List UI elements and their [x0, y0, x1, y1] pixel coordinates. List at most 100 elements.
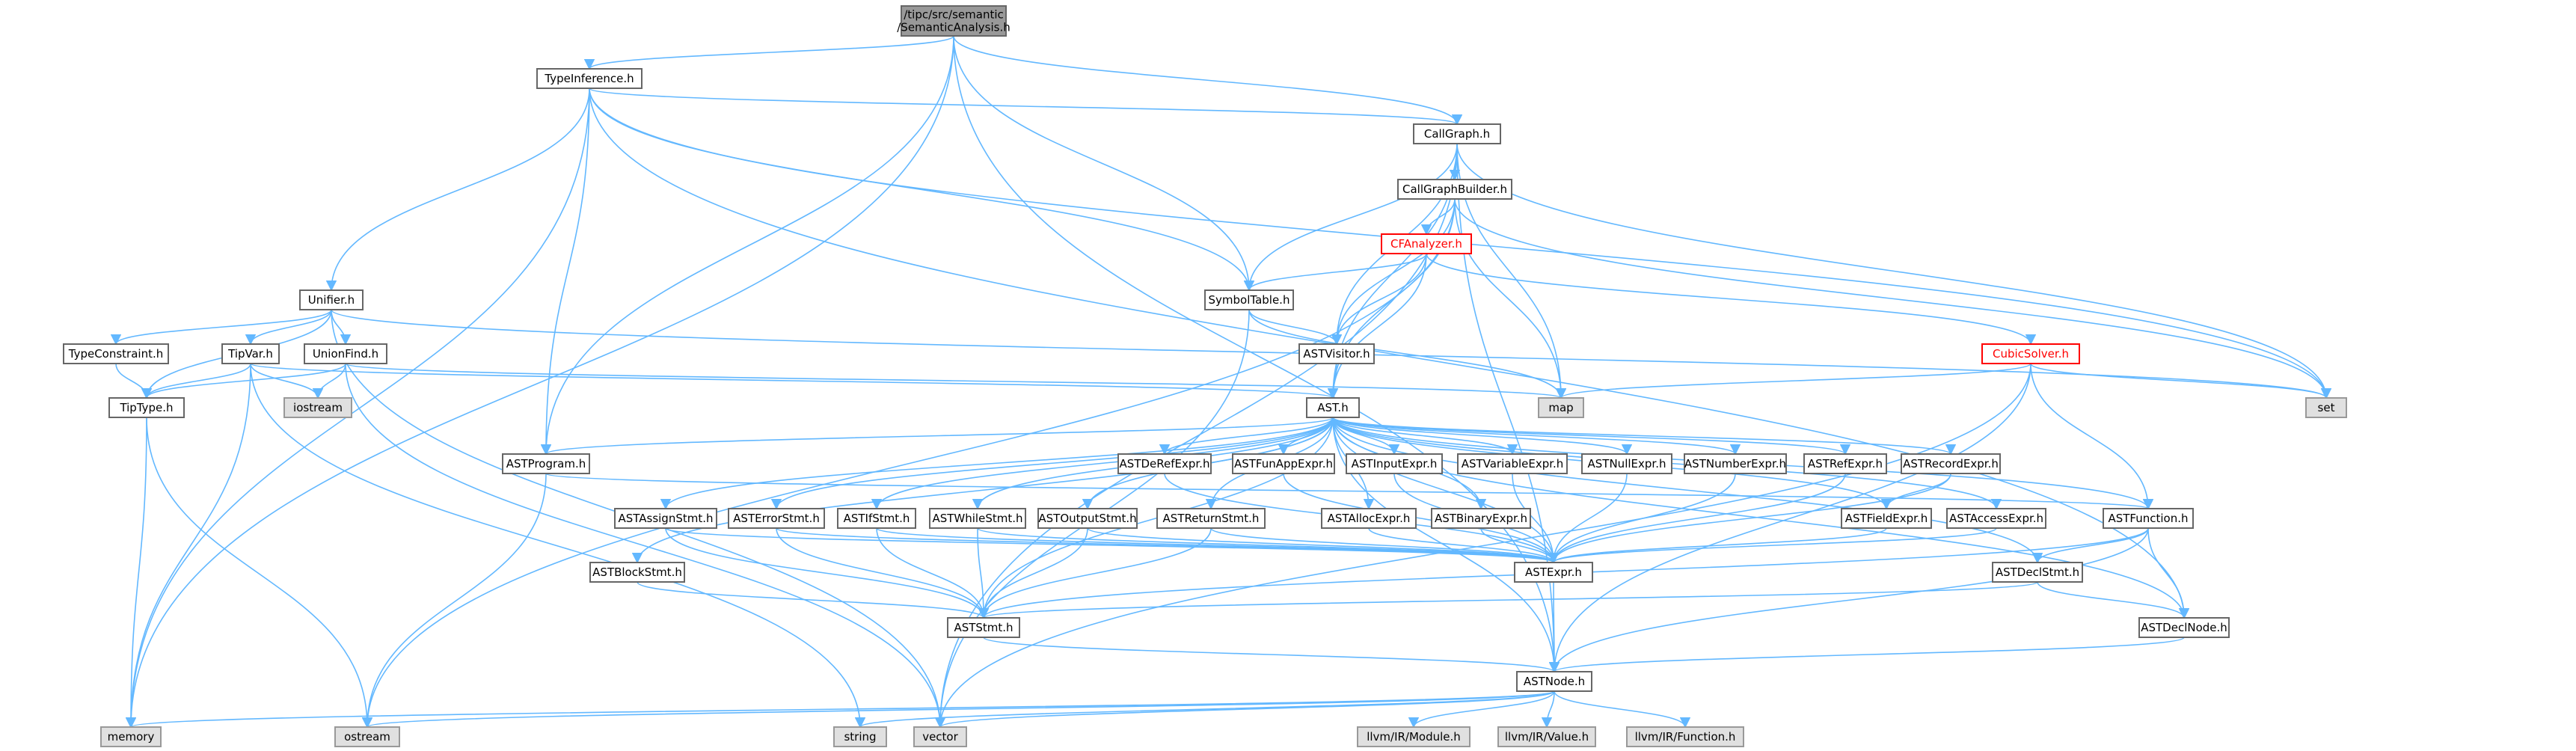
edge-astreturn-stmt-to-aststmt [978, 527, 1212, 619]
node-astnull-expr[interactable]: ASTNullExpr.h [1581, 453, 1672, 474]
node-astoutput-stmt[interactable]: ASTOutputStmt.h [1037, 508, 1138, 529]
node-label: ASTVariableExpr.h [1462, 457, 1564, 470]
node-astif-stmt[interactable]: ASTIfStmt.h [837, 508, 916, 529]
edge-astnode-to-ostream [362, 690, 1555, 729]
node-box [1626, 726, 1744, 747]
node-label: CallGraphBuilder.h [1402, 183, 1507, 196]
edge-cfanalyzer-to-cubic-solver [1426, 253, 2037, 346]
node-box [1037, 508, 1138, 529]
node-set: set [2305, 397, 2347, 418]
node-astassign-stmt[interactable]: ASTAssignStmt.h [614, 508, 717, 529]
edge-astdecl-stmt-to-astdecl-node [2037, 581, 2190, 619]
node-cfanalyzer[interactable]: CFAnalyzer.h [1381, 233, 1472, 254]
node-box [2138, 617, 2230, 638]
edge-astwhile-stmt-to-aststmt [977, 527, 990, 619]
node-label: llvm/IR/Function.h [1635, 730, 1736, 744]
edge-tip-var-to-ast [250, 363, 1338, 399]
edge-tip-type-to-memory [125, 417, 147, 729]
node-ast[interactable]: AST.h [1306, 397, 1360, 418]
node-box [299, 289, 364, 310]
node-astfun-app-expr[interactable]: ASTFunAppExpr.h [1232, 453, 1335, 474]
node-label: ASTDeclStmt.h [1996, 565, 2079, 579]
node-asterror-stmt[interactable]: ASTErrorStmt.h [728, 508, 825, 529]
node-box [1346, 453, 1443, 474]
node-label: TipVar.h [227, 347, 273, 361]
edge-cubic-solver-to-map [1556, 363, 2031, 399]
node-astprogram[interactable]: ASTProgram.h [502, 453, 590, 474]
node-type-constraint[interactable]: TypeConstraint.h [63, 343, 169, 364]
edge-ast-to-astdecl-stmt [1332, 417, 2043, 564]
node-astnode[interactable]: ASTNode.h [1516, 671, 1592, 692]
node-label: iostream [293, 401, 343, 414]
node-label: SymbolTable.h [1209, 293, 1290, 307]
edge-tip-var-to-string [250, 363, 866, 729]
node-call-graph[interactable]: CallGraph.h [1413, 123, 1501, 144]
node-astde-ref-expr[interactable]: ASTDeRefExpr.h [1117, 453, 1212, 474]
node-label: CubicSolver.h [1993, 347, 2069, 361]
node-box [1306, 397, 1360, 418]
edge-unifier-to-union-find [331, 309, 352, 346]
node-tip-var[interactable]: TipVar.h [221, 343, 280, 364]
node-astaccess-expr[interactable]: ASTAccessExpr.h [1946, 508, 2046, 529]
node-call-graph-builder[interactable]: CallGraphBuilder.h [1397, 179, 1512, 200]
node-aststmt[interactable]: ASTStmt.h [947, 617, 1020, 638]
node-label: Unifier.h [308, 293, 355, 307]
node-astfunction[interactable]: ASTFunction.h [2103, 508, 2194, 529]
node-vector: vector [913, 726, 967, 747]
node-box [1901, 453, 2001, 474]
node-cubic-solver[interactable]: CubicSolver.h [1981, 343, 2080, 364]
node-astfield-expr[interactable]: ASTFieldExpr.h [1841, 508, 1932, 529]
edge-astnumber-expr-to-astexpr [1548, 473, 1736, 564]
edge-astnode-to-llvm-value [1541, 690, 1555, 729]
node-llvm-value: llvm/IR/Value.h [1497, 726, 1596, 747]
node-string: string [833, 726, 887, 747]
node-label: TipType.h [119, 401, 173, 414]
edge-type-inference-to-unifier [325, 88, 590, 292]
node-box [1117, 453, 1212, 474]
node-label: TypeInference.h [544, 72, 634, 85]
node-astbinary-expr[interactable]: ASTBinaryExpr.h [1431, 508, 1531, 529]
node-astblock-stmt[interactable]: ASTBlockStmt.h [589, 562, 685, 583]
edge-call-graph-builder-to-map [1454, 198, 1567, 399]
edge-root-to-astprogram [540, 35, 954, 456]
node-label: UnionFind.h [313, 347, 378, 361]
node-astreturn-stmt[interactable]: ASTReturnStmt.h [1156, 508, 1266, 529]
edge-astblock-stmt-to-aststmt [637, 581, 989, 619]
node-astexpr[interactable]: ASTExpr.h [1514, 562, 1593, 583]
node-tip-type[interactable]: TipType.h [108, 397, 185, 418]
node-astdecl-node[interactable]: ASTDeclNode.h [2138, 617, 2230, 638]
edge-ast-to-astnumber-expr [1332, 417, 1741, 456]
node-root[interactable]: /tipc/src/semantic/SemanticAnalysis.h [897, 5, 1011, 37]
node-astrecord-expr[interactable]: ASTRecordExpr.h [1901, 453, 2001, 474]
node-astnumber-expr[interactable]: ASTNumberExpr.h [1684, 453, 1787, 474]
edge-astprogram-to-astfunction [545, 473, 2153, 510]
edge-ast-to-astblock-stmt [631, 417, 1334, 564]
node-astinput-expr[interactable]: ASTInputExpr.h [1346, 453, 1443, 474]
edge-root-to-memory [125, 35, 954, 729]
edge-astoutput-stmt-to-astexpr [1087, 527, 1559, 564]
node-astref-expr[interactable]: ASTRefExpr.h [1803, 453, 1887, 474]
node-symbol-table[interactable]: SymbolTable.h [1204, 289, 1294, 310]
node-label: ASTNullExpr.h [1588, 457, 1666, 470]
node-astalloc-expr[interactable]: ASTAllocExpr.h [1321, 508, 1417, 529]
node-astwhile-stmt[interactable]: ASTWhileStmt.h [929, 508, 1026, 529]
edge-root-to-astnode [953, 35, 1560, 673]
edge-cubic-solver-to-astfunction [2030, 363, 2154, 510]
edge-ast-to-astref-expr [1332, 417, 1850, 456]
node-astvisitor[interactable]: ASTVisitor.h [1298, 343, 1375, 364]
edge-cubic-solver-to-set [2030, 363, 2331, 399]
edge-aststmt-to-astnode [983, 637, 1560, 673]
node-astdecl-stmt[interactable]: ASTDeclStmt.h [1992, 562, 2083, 583]
node-box [1413, 123, 1501, 144]
edge-ast-to-astprogram [541, 417, 1334, 456]
edge-symbol-table-to-map [1248, 309, 1567, 399]
node-unifier[interactable]: Unifier.h [299, 289, 364, 310]
node-label: ASTAssignStmt.h [618, 512, 713, 525]
edge-astrecord-expr-to-astexpr [1548, 473, 1951, 564]
edge-type-inference-to-symbol-table [589, 88, 1255, 292]
node-type-inference[interactable]: TypeInference.h [536, 68, 643, 89]
edge-astfun-app-expr-to-astexpr [1283, 473, 1560, 564]
node-astvariable-expr[interactable]: ASTVariableExpr.h [1457, 453, 1568, 474]
node-label: memory [108, 730, 155, 744]
node-union-find[interactable]: UnionFind.h [304, 343, 387, 364]
